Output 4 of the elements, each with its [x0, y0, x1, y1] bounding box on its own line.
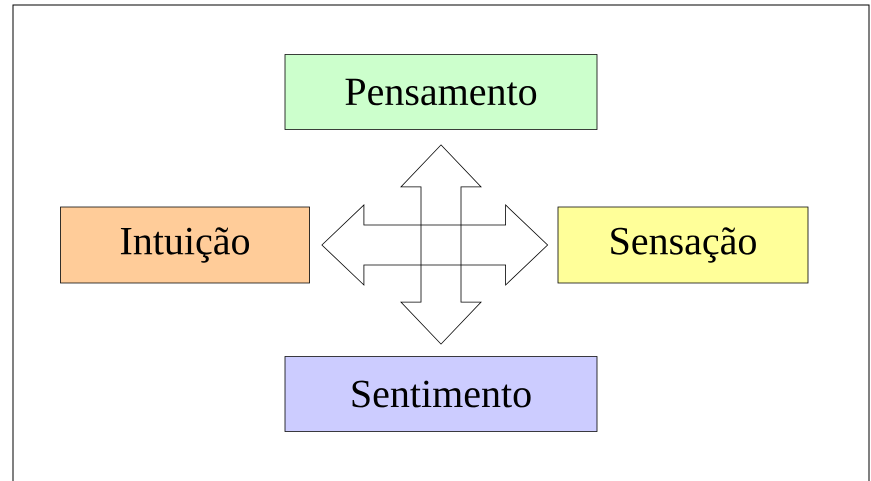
label-box: Sensação — [558, 206, 808, 284]
label-box: Pensamento — [284, 54, 598, 130]
label-box: Sentimento — [284, 356, 598, 432]
label-box: Intuição — [60, 206, 310, 284]
